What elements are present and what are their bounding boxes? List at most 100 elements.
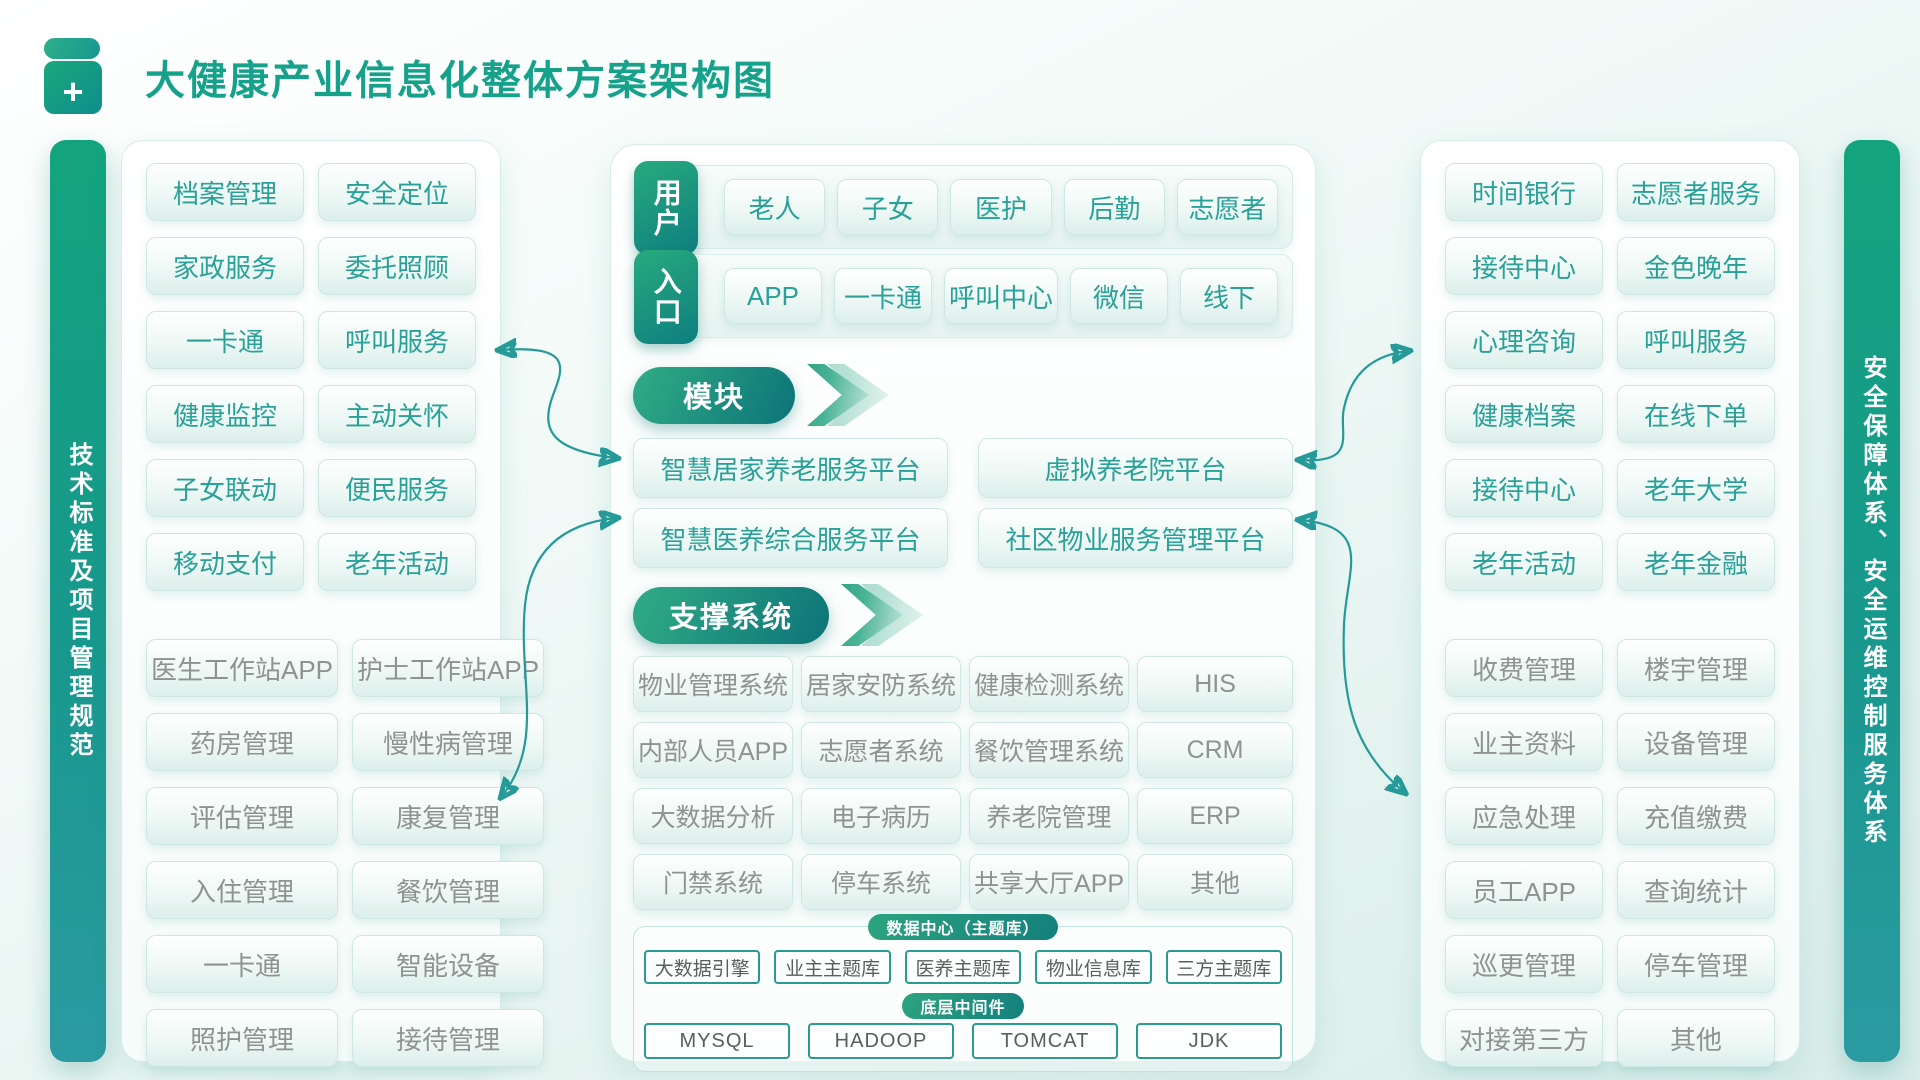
middleware-pill: 底层中间件 — [902, 993, 1024, 1019]
right-service-box: 老年活动 — [1445, 533, 1603, 591]
left-management-box: 慢性病管理 — [352, 713, 545, 771]
chevron-right-icon — [807, 364, 891, 426]
logo-body-shape: + — [44, 61, 102, 114]
arrow-right-top — [1298, 351, 1408, 462]
right-management-box: 业主资料 — [1445, 713, 1603, 771]
right-service-box: 健康档案 — [1445, 385, 1603, 443]
support-system-box: HIS — [1137, 656, 1293, 712]
left-service-box: 委托照顾 — [318, 237, 476, 295]
arrow-left-top-start — [500, 349, 510, 350]
right-management-box: 员工APP — [1445, 861, 1603, 919]
module-pill-row: 模块 — [633, 364, 1293, 426]
user-type-box: 志愿者 — [1176, 179, 1279, 235]
middleware-box: HADOOP — [808, 1023, 954, 1059]
middleware-box: JDK — [1136, 1023, 1282, 1059]
support-pill-row: 支撑系统 — [633, 584, 1293, 646]
right-service-box: 接待中心 — [1445, 237, 1603, 295]
right-service-box: 志愿者服务 — [1617, 163, 1775, 221]
right-management-box: 收费管理 — [1445, 639, 1603, 697]
support-system-box: 餐饮管理系统 — [969, 722, 1130, 778]
support-system-box: 物业管理系统 — [633, 656, 794, 712]
left-services-panel: 档案管理安全定位家政服务委托照顾一卡通呼叫服务健康监控主动关怀子女联动便民服务移… — [121, 140, 545, 1067]
right-service-box: 时间银行 — [1445, 163, 1603, 221]
left-management-box: 餐饮管理 — [352, 861, 545, 919]
right-services-panel: 时间银行志愿者服务接待中心金色晚年心理咨询呼叫服务健康档案在线下单接待中心老年大… — [1420, 140, 1800, 1067]
right-management-box: 巡更管理 — [1445, 935, 1603, 993]
left-service-box: 移动支付 — [146, 533, 304, 591]
user-type-box: 老人 — [724, 179, 826, 235]
support-pill: 支撑系统 — [633, 586, 830, 644]
support-system-box: 共享大厅APP — [969, 854, 1130, 910]
support-system-box: ERP — [1137, 788, 1293, 844]
left-management-box: 一卡通 — [146, 935, 339, 993]
left-management-box: 护士工作站APP — [352, 639, 545, 697]
right-service-box: 老年金融 — [1617, 533, 1775, 591]
platform-box: 社区物业服务管理平台 — [978, 508, 1293, 568]
left-service-box: 安全定位 — [318, 163, 476, 221]
left-service-box: 老年活动 — [318, 533, 476, 591]
user-items: 老人子女医护后勤志愿者 — [724, 179, 1279, 235]
right-management-box: 楼宇管理 — [1617, 639, 1775, 697]
right-management-box: 充值缴费 — [1617, 787, 1775, 845]
right-management-box: 设备管理 — [1617, 713, 1775, 771]
theme-library-box: 三方主题库 — [1165, 950, 1282, 984]
platform-modules: 智慧居家养老服务平台虚拟养老院平台智慧医养综合服务平台社区物业服务管理平台 — [633, 438, 1293, 568]
arrow-left-top — [498, 348, 616, 458]
right-management-box: 其他 — [1617, 1009, 1775, 1067]
entry-channel-box: 线下 — [1180, 268, 1279, 324]
right-service-box: 在线下单 — [1617, 385, 1775, 443]
support-system-box: 大数据分析 — [633, 788, 794, 844]
theme-library-box: 物业信息库 — [1035, 950, 1152, 984]
user-row: 用户 老人子女医护后勤志愿者 — [634, 161, 1293, 255]
platform-box: 虚拟养老院平台 — [978, 438, 1293, 498]
support-system-box: 门禁系统 — [633, 854, 794, 910]
left-panel-group1: 档案管理安全定位家政服务委托照顾一卡通呼叫服务健康监控主动关怀子女联动便民服务移… — [146, 163, 476, 591]
entry-channel-box: APP — [724, 268, 822, 324]
right-management-box: 应急处理 — [1445, 787, 1603, 845]
left-standards-bar: 技术标准及项目管理规范 — [50, 140, 106, 1062]
left-management-box: 药房管理 — [146, 713, 339, 771]
support-system-box: 养老院管理 — [969, 788, 1130, 844]
right-management-box: 对接第三方 — [1445, 1009, 1603, 1067]
support-system-box: CRM — [1137, 722, 1293, 778]
support-system-box: 健康检测系统 — [969, 656, 1130, 712]
theme-library-box: 医养主题库 — [904, 950, 1022, 984]
data-center-pill-wrap: 数据中心（主题库） — [644, 914, 1282, 940]
data-center-panel: 数据中心（主题库） 大数据引擎业主主题库医养主题库物业信息库三方主题库 底层中间… — [633, 914, 1293, 1072]
right-management-box: 查询统计 — [1617, 861, 1775, 919]
right-service-box: 金色晚年 — [1617, 237, 1775, 295]
right-service-box: 心理咨询 — [1445, 311, 1603, 369]
theme-library-box: 业主主题库 — [774, 950, 891, 984]
right-service-box: 老年大学 — [1617, 459, 1775, 517]
right-service-box: 呼叫服务 — [1617, 311, 1775, 369]
support-system-box: 电子病历 — [801, 788, 962, 844]
left-management-box: 智能设备 — [352, 935, 545, 993]
left-service-box: 呼叫服务 — [318, 311, 476, 369]
right-service-box: 接待中心 — [1445, 459, 1603, 517]
right-security-bar-label: 安全保障体系、安全运维控制服务体系 — [1859, 354, 1886, 848]
entry-channel-box: 微信 — [1070, 268, 1169, 324]
user-type-box: 子女 — [837, 179, 939, 235]
support-system-box: 志愿者系统 — [801, 722, 962, 778]
left-service-box: 一卡通 — [146, 311, 304, 369]
left-service-box: 健康监控 — [146, 385, 304, 443]
left-service-box: 子女联动 — [146, 459, 304, 517]
theme-library-box: 大数据引擎 — [644, 950, 761, 984]
support-system-box: 其他 — [1137, 854, 1293, 910]
left-service-box: 档案管理 — [146, 163, 304, 221]
chevron-right-icon — [841, 584, 925, 646]
left-standards-bar-label: 技术标准及项目管理规范 — [65, 441, 92, 761]
module-pill: 模块 — [633, 366, 795, 424]
left-management-box: 医生工作站APP — [146, 639, 339, 697]
left-service-box: 家政服务 — [146, 237, 304, 295]
left-management-box: 评估管理 — [146, 787, 339, 845]
user-tab-label: 用户 — [650, 178, 682, 238]
right-security-bar: 安全保障体系、安全运维控制服务体系 — [1844, 140, 1900, 1062]
support-system-box: 居家安防系统 — [801, 656, 962, 712]
